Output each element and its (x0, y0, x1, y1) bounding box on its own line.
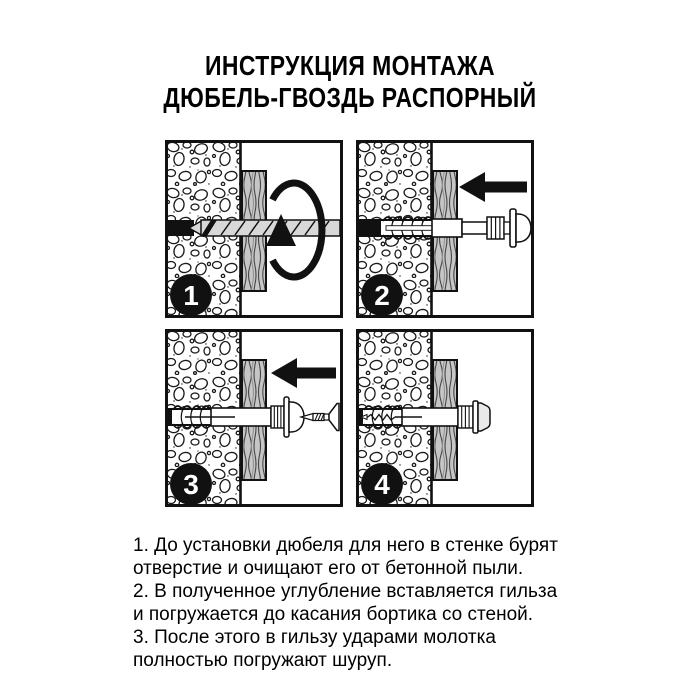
page-title: ИНСТРУКЦИЯ МОНТАЖА ДЮБЕЛЬ-ГВОЗДЬ РАСПОРН… (63, 50, 637, 114)
instruction-item-3: 3. После этого в гильзу ударами молотка … (133, 627, 496, 671)
dowel-sleeve (359, 400, 491, 434)
step-number: 3 (183, 469, 199, 500)
rotation-arrow-icon (266, 179, 326, 281)
nail-head (472, 400, 491, 434)
panel-step-1: 1 (165, 140, 343, 318)
nail-screw (461, 208, 532, 248)
panel-step-3: 3 (165, 329, 343, 507)
insert-arrow-icon (271, 358, 336, 388)
instruction-item-1: 1. До установки дюбеля для него в стенке… (133, 535, 558, 579)
title-line-1: ИНСТРУКЦИЯ МОНТАЖА (204, 50, 496, 81)
instructions-text: 1. До установки дюбеля для него в стенке… (133, 534, 603, 672)
diagram-grid: 1 (165, 140, 534, 507)
screw-head (328, 402, 340, 432)
step-number: 2 (374, 280, 390, 311)
step-badge: 2 (361, 274, 403, 316)
title-line-2: ДЮБЕЛЬ-ГВОЗДЬ РАСПОРНЫЙ (163, 82, 537, 113)
drilled-hole (168, 220, 194, 236)
screw-inside (359, 413, 422, 422)
step-badge: 4 (361, 463, 403, 505)
dowel-sleeve (172, 396, 305, 438)
nail-head (509, 208, 532, 248)
step-badge: 3 (170, 463, 212, 505)
drill-bit-icon (187, 218, 341, 238)
screw (298, 402, 340, 432)
dowel-collar (283, 396, 305, 438)
step-number: 1 (183, 280, 199, 311)
instruction-item-2: 2. В полученное углубление вставляется г… (133, 581, 558, 625)
insert-arrow-icon (459, 172, 527, 202)
panel-step-4: 4 (356, 329, 534, 507)
panel-step-2: 2 (356, 140, 534, 318)
dowel-sleeve (381, 216, 463, 240)
step-number: 4 (374, 469, 390, 500)
step-badge: 1 (170, 274, 212, 316)
